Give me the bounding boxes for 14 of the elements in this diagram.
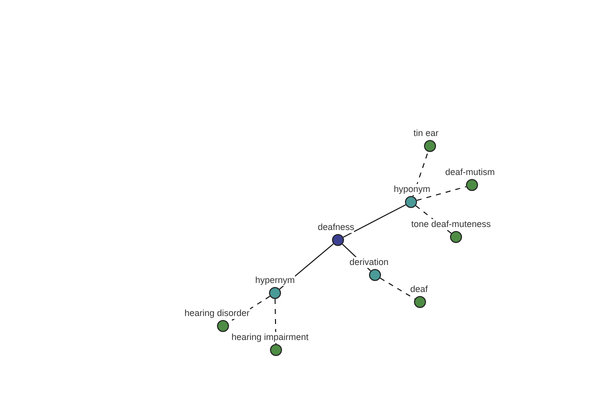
connector-line: [342, 204, 406, 238]
connector-line: [416, 186, 467, 201]
node-label: deafness: [318, 222, 354, 233]
node-label: derivation: [349, 257, 389, 268]
node-label: deaf: [410, 284, 428, 295]
node-label: deaf-mutism: [445, 167, 495, 178]
node-label: hearing impairment: [231, 332, 309, 343]
connector-line: [274, 298, 276, 344]
connector-line: [412, 151, 429, 197]
node-label: tin ear: [413, 128, 438, 139]
node-label: hypernym: [255, 275, 295, 286]
node-label: hyponym: [394, 184, 430, 195]
node-label: tone deaf-muteness: [411, 219, 491, 230]
node-label: hearing disorder: [184, 308, 250, 319]
